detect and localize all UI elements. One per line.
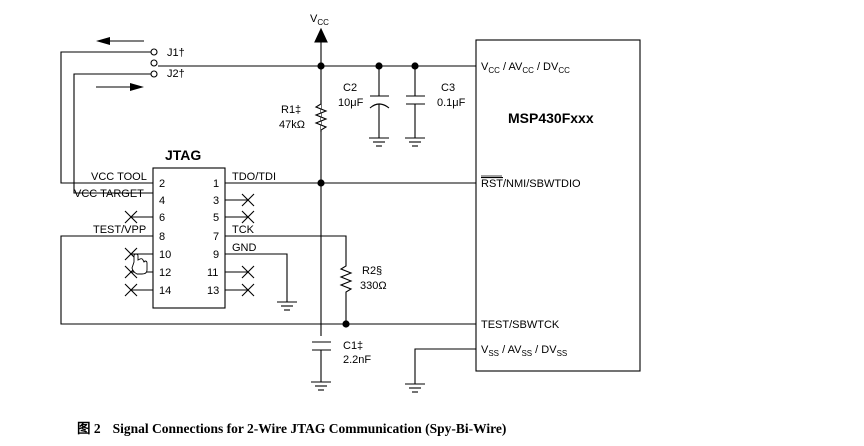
pin-right-5: 9 xyxy=(213,249,219,261)
c1-value: 2.2nF xyxy=(343,354,371,366)
hand-cursor-icon xyxy=(131,253,148,275)
pin-left-2: 4 xyxy=(159,195,165,207)
test-vpp-label: TEST/VPP xyxy=(93,224,146,236)
j2-label: J2† xyxy=(167,68,185,80)
pin-left-5: 10 xyxy=(159,249,171,261)
vcc-target-label: VCC TARGET xyxy=(74,188,144,200)
r1-resistor xyxy=(314,100,328,132)
pin-left-6: 12 xyxy=(159,267,171,279)
vcc-tool-wire xyxy=(60,51,153,184)
pin-right-7: 13 xyxy=(207,285,219,297)
pin-right-1: 1 xyxy=(213,178,219,190)
mcu-name: MSP430Fxxx xyxy=(508,110,594,126)
gnd-label: GND xyxy=(232,242,257,254)
figure-number: 图 2 xyxy=(77,421,101,436)
pin-left-3: 6 xyxy=(159,212,165,224)
r2-value: 330Ω xyxy=(360,280,387,292)
jtag-connector xyxy=(152,167,226,309)
pin-right-2: 3 xyxy=(213,195,219,207)
pin-left-7: 14 xyxy=(159,285,171,297)
pin-right-6: 11 xyxy=(207,267,218,279)
schematic-diagram: VCC J1† J2† R1‡ 47kΩ C2 10μF C3 0.1μF R2… xyxy=(60,13,641,393)
mcu-vss-pin-label: VSS / AVSS / DVSS xyxy=(481,344,567,358)
r1-value: 47kΩ xyxy=(279,119,305,131)
tck-wire xyxy=(225,235,347,262)
tdo-tdi-label: TDO/TDI xyxy=(232,171,276,183)
mcu-test-pin-label: TEST/SBWTCK xyxy=(481,319,560,331)
mcu-chip xyxy=(475,39,641,372)
tck-label: TCK xyxy=(232,224,255,236)
vcc-target-wire xyxy=(73,73,153,194)
vcc-supply-label: VCC xyxy=(310,13,329,27)
c1-ref: C1‡ xyxy=(343,340,363,352)
jtag-title: JTAG xyxy=(165,147,201,163)
vcc-arrow xyxy=(314,27,328,43)
c2-value: 10μF xyxy=(338,97,364,109)
j1-terminal xyxy=(150,48,158,56)
figure-title: Signal Connections for 2-Wire JTAG Commu… xyxy=(112,421,507,436)
mcu-rst-pin-label: RST/NMI/SBWTDIO xyxy=(481,178,581,190)
mcu-vcc-pin-label: VCC / AVCC / DVCC xyxy=(481,61,570,75)
c3-value: 0.1μF xyxy=(437,97,466,109)
j1-label: J1† xyxy=(167,47,185,59)
vcc-tool-label: VCC TOOL xyxy=(91,171,147,183)
pin-left-4: 8 xyxy=(159,231,165,243)
figure-caption: 图 2 Signal Connections for 2-Wire JTAG Co… xyxy=(77,417,518,437)
c3-ref: C3 xyxy=(441,82,455,94)
j2-terminal xyxy=(150,70,158,78)
r2-ref: R2§ xyxy=(362,265,382,277)
jumper-common-terminal xyxy=(150,59,158,67)
r1-ref: R1‡ xyxy=(281,104,301,116)
pin-right-3: 5 xyxy=(213,212,219,224)
r2-resistor xyxy=(339,262,353,324)
test-sbwtck-wire xyxy=(60,235,476,325)
c2-ref: C2 xyxy=(343,82,357,94)
pin-left-1: 2 xyxy=(159,178,165,190)
pin-right-4: 7 xyxy=(213,231,219,243)
